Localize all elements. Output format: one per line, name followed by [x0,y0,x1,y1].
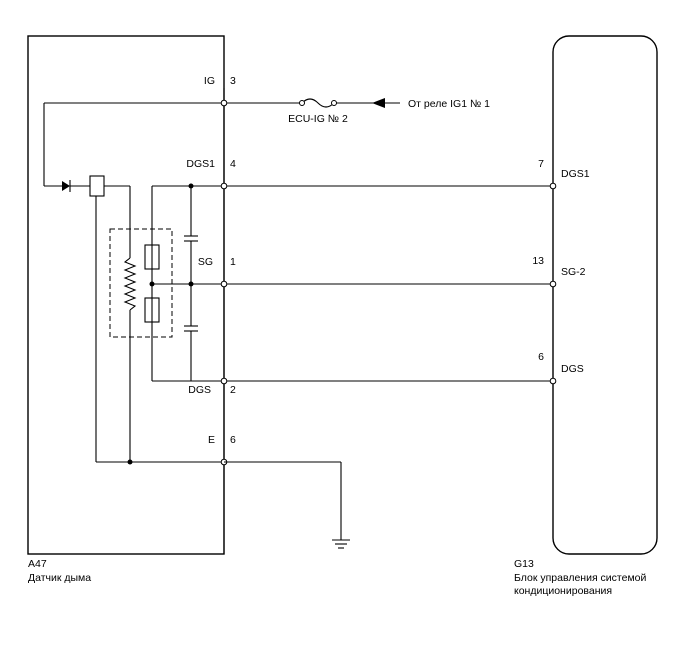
ecu-id: G13 [514,558,534,570]
ecu-pin-label-dgs: DGS [561,363,584,375]
resistor-lower-icon [144,297,160,323]
fuse-icon [301,98,335,108]
pin-label-e: E [208,434,215,446]
ecu-box [552,35,658,555]
heater-module [109,228,173,338]
pin-number-1: 1 [230,256,236,268]
ecu-name-line2: кондиционирования [514,585,612,597]
pin-label-dgs1: DGS1 [186,158,215,170]
arrow-icon [372,98,385,108]
pin-label-sg: SG [198,256,213,268]
pin-number-3: 3 [230,75,236,87]
sensor-name: Датчик дыма [28,572,91,584]
sensor-box [27,35,225,555]
pin-number-2: 2 [230,384,236,396]
ecu-pin-number-13: 13 [532,255,544,267]
ecu-pin-label-sg2: SG-2 [561,266,586,278]
diode-icon [62,181,70,191]
pin-label-ig: IG [204,75,215,87]
source-label: От реле IG1 № 1 [408,98,490,110]
ground-icon [332,539,350,549]
sensor-element-icon [89,175,105,197]
pin-number-4: 4 [230,158,236,170]
fuse-label: ECU-IG № 2 [288,113,348,125]
pin-label-dgs: DGS [188,384,211,396]
ecu-pin-number-7: 7 [538,158,544,170]
sensor-internals [95,183,224,465]
pin-number-6: 6 [230,434,236,446]
signal-lines [152,182,557,549]
resistor-upper-icon [144,244,160,270]
ig-circuit [43,98,400,197]
ecu-pin-label-dgs1: DGS1 [561,168,590,180]
sensor-id: A47 [28,558,47,570]
heater-resistor-icon [123,257,137,311]
ecu-pin-number-6: 6 [538,351,544,363]
ecu-name-line1: Блок управления системой [514,572,647,584]
